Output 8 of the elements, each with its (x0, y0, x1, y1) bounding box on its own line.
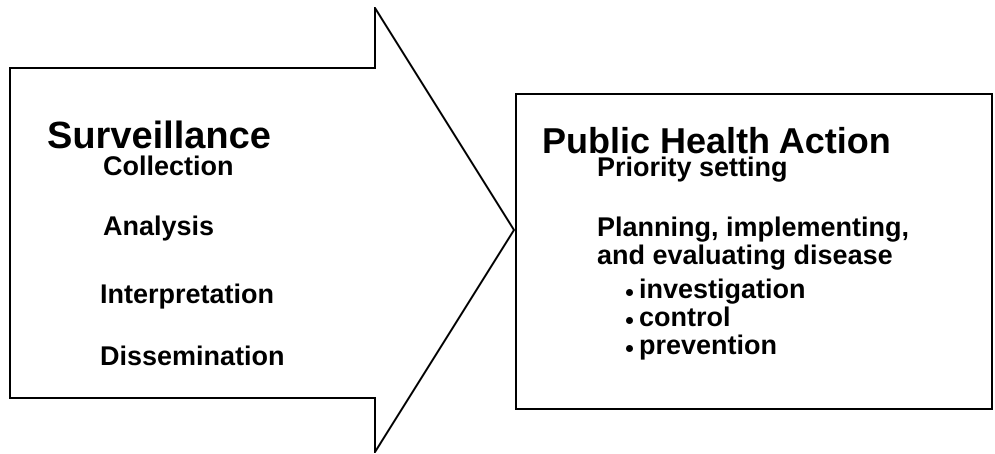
list-item: investigation (639, 275, 806, 303)
block-arrow (9, 7, 515, 453)
item-text: Dissemination (100, 342, 285, 370)
item-text: Analysis (103, 212, 214, 240)
action-box (515, 93, 993, 410)
list-item: control (639, 303, 730, 331)
list-item: prevention (639, 331, 778, 359)
item-text: Interpretation (100, 280, 274, 308)
